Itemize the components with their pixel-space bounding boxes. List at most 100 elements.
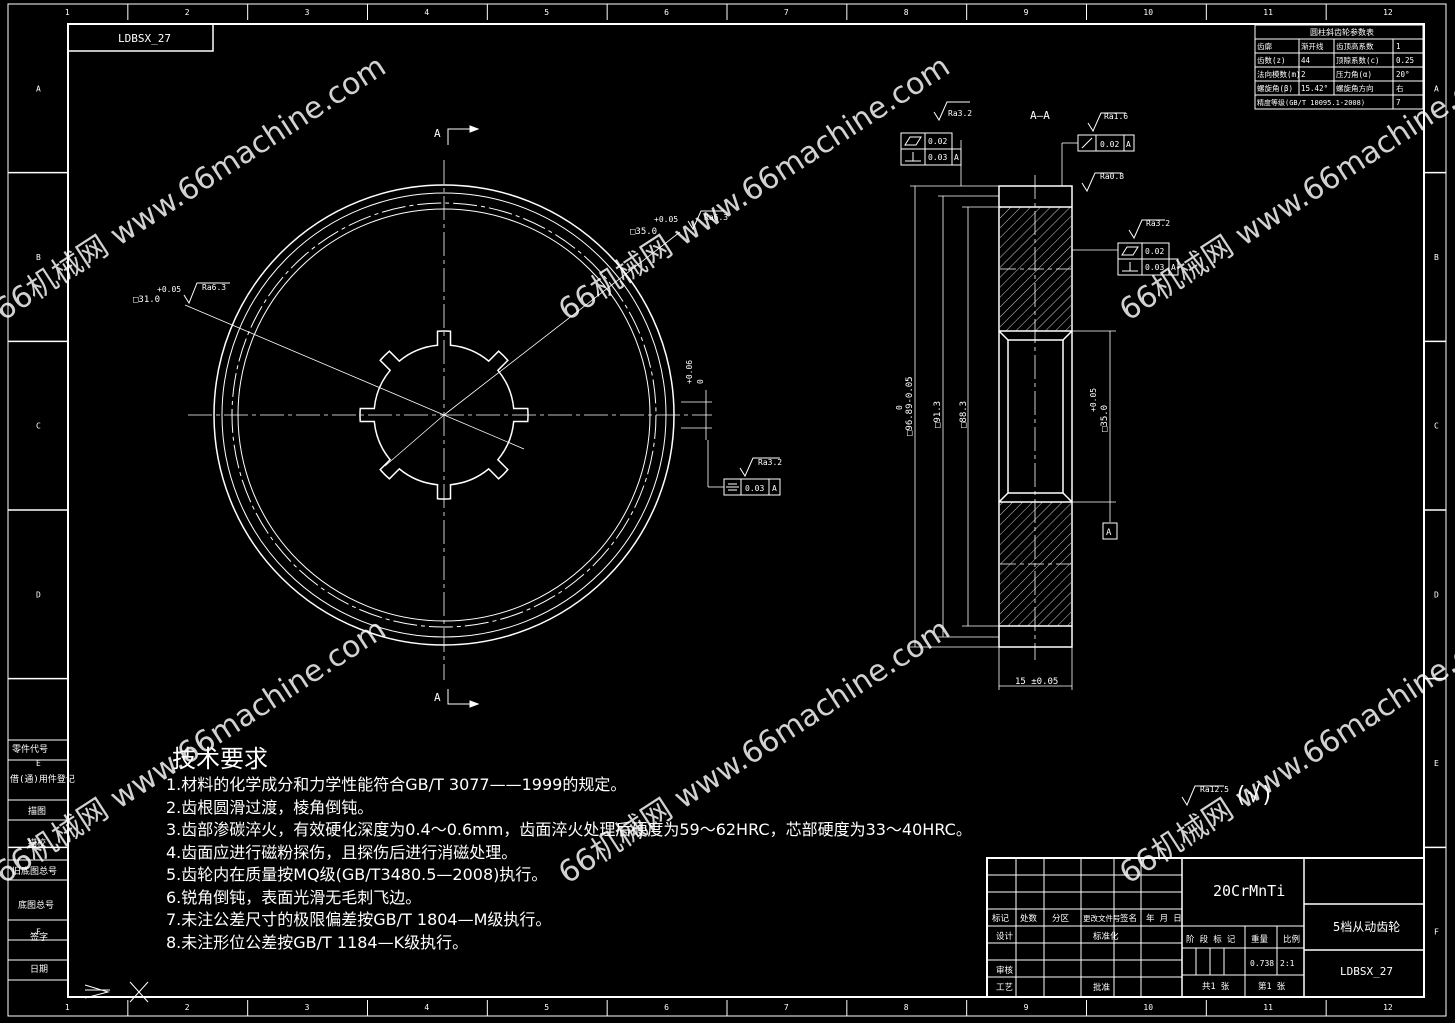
tech-req-item: 5.齿轮内在质量按MQ级(GB/T3480.5—2008)执行。 [166,865,548,884]
gear-param-cell: 2 [1301,70,1306,79]
tol-value-f6: 0.03 [745,484,764,493]
grid-col-label: 6 [664,8,669,17]
grid-col-label: 5 [544,8,549,17]
grid-row-label: E [36,759,41,768]
section-view-title: A—A [1030,109,1050,122]
strip-register: 借(通)用件登记 [10,773,75,785]
lbl-approve: 批准 [1093,982,1111,993]
section-arrows [447,125,480,708]
grid-col-label: 3 [305,8,310,17]
gear-param-cell: 0.25 [1396,56,1414,65]
strip-trace: 描图 [28,805,46,817]
lbl-scale: 比例 [1283,934,1300,945]
tol-datum-f5: A [1171,263,1176,272]
gear-param-cell: 顶隙系数(c) [1336,55,1380,65]
lbl-stage: 阶 段 标 记 [1186,934,1236,945]
title-drawing-number: LDBSX_27 [1340,965,1393,978]
tol-value-f5: 0.03 [1145,263,1164,272]
gear-param-cell: 44 [1301,56,1311,65]
grid-col-label: 2 [185,8,190,17]
hdr-count: 处数 [1020,913,1038,924]
left-strip-labels: 零件代号 借(通)用件登记 描图 描校 旧底图总号 底图总号 签字 日期 [10,743,75,975]
title-block-text: 20CrMnTi 5档从动齿轮 LDBSX_27 0.738 2:1 标记 处数… [992,882,1400,993]
scale-value: 2:1 [1280,959,1295,968]
lbl-review: 审核 [996,965,1014,976]
datum-a-box: A [1102,522,1118,540]
lbl-weight: 重量 [1251,934,1269,945]
gear-front-view [184,160,724,680]
tol-value-f3: 0.02 [1100,140,1119,149]
lbl-sheet-no: 第1 张 [1258,981,1286,992]
grid-col-label: 12 [1383,1003,1393,1012]
section-dimension-labels: □96.89-0.05 0 □91.3 □88.3 □35.0 +0.05 15… [895,376,1110,687]
gear-section-view [910,140,1119,690]
gear-param-cell: 齿廓 [1257,41,1273,51]
grid-col-label: 6 [664,1003,669,1012]
dim-d1: □31.0 [133,295,160,305]
tech-requirements: 技术要求 1.材料的化学成分和力学性能符合GB/T 3077——1999的规定。… [166,744,986,954]
grid-col-label: 12 [1383,8,1393,17]
strip-date: 日期 [30,964,48,975]
lbl-design: 设计 [996,931,1014,942]
roughness-r5: Ra1.6 [1104,112,1128,121]
grid-row-label: B [1434,253,1439,262]
gear-param-cell: 齿顶高系数 [1336,41,1374,51]
dim-width: 15 ±0.05 [1015,677,1058,687]
tol-value-f1: 0.02 [928,137,947,146]
front-dimension-labels: □31.0 +0.05 □35.0 +0.05 +0.06 0 [133,215,705,384]
hdr-sign: 签名 [1120,913,1137,924]
dim-d2-tol: +0.05 [654,215,678,224]
grid-col-label: 11 [1263,8,1273,17]
grid-col-label: 5 [544,1003,549,1012]
tech-req-item: 4.齿面应进行磁粉探伤，且探伤后进行消磁处理。 [166,842,518,862]
tech-req-item: 2.齿根圆滑过渡，棱角倒钝。 [166,797,374,817]
grid-row-label: F [36,928,41,937]
tech-req-item: 7.未注公差尺寸的极限偏差按GB/T 1804—M级执行。 [166,910,552,929]
strip-trace-check: 描校 [28,837,46,849]
roughness-r2: Ra6.3 [704,213,728,222]
tolerance-frame-right: 0.02 0.03 A [1117,242,1179,276]
grid-col-label: 9 [1024,1003,1029,1012]
roughness-general: Ra12.5 [1200,785,1229,794]
dim-bore-tol: +0.05 [1089,388,1098,412]
grid-col-label: 2 [185,1003,190,1012]
tol-datum-f2: A [954,153,959,162]
dim-bore: □35.0 [1100,405,1110,432]
tech-req-item: 3.齿部渗碳淬火，有效硬化深度为0.4～0.6mm，齿面淬火处理后硬度为59～6… [166,820,972,839]
grid-row-label: E [1434,759,1439,768]
section-roughness-symbols [933,101,1224,807]
front-roughness-symbols [183,210,780,478]
tolerance-frame-symmetry: 0.03 A [723,478,781,496]
gear-param-cell: 精度等级(GB/T 10095.1-2008) [1257,98,1365,107]
gear-param-cell: 1 [1396,42,1401,51]
grid-col-label: 10 [1143,1003,1153,1012]
section-marker-bottom: A [434,691,441,704]
tolerance-frame-left: 0.02 0.03 A [900,132,962,166]
tol-value-f2: 0.03 [928,153,947,162]
tech-req-item: 6.锐角倒钝，表面光滑无毛刺飞边。 [166,887,422,907]
grid-col-label: 1 [65,8,70,17]
dim-d1-tol: +0.05 [157,285,181,294]
roughness-r7: Ra3.2 [1146,219,1170,228]
grid-col-label: 4 [424,8,429,17]
tech-req-item: 1.材料的化学成分和力学性能符合GB/T 3077——1999的规定。 [166,775,627,794]
tol-datum-f6: A [772,484,777,493]
gear-param-title: 圆柱斜齿轮参数表 [1310,27,1374,37]
hdr-zone: 分区 [1052,914,1070,924]
gear-param-cell: 螺旋角(β) [1257,83,1293,93]
dim-outer-zero: 0 [895,405,904,410]
grid-row-label: A [1434,84,1439,93]
grid-col-label: 11 [1263,1003,1273,1012]
grid-col-label: 1 [65,1003,70,1012]
roughness-r4: Ra3.2 [948,109,972,118]
grid-col-label: 7 [784,8,789,17]
tol-datum-f3: A [1126,140,1131,149]
roughness-r1: Ra6.3 [202,283,226,292]
grid-row-label: A [36,84,41,93]
dim-d3-tol: +0.06 [685,360,694,384]
lbl-process: 工艺 [996,983,1013,993]
grid-col-label: 4 [424,1003,429,1012]
